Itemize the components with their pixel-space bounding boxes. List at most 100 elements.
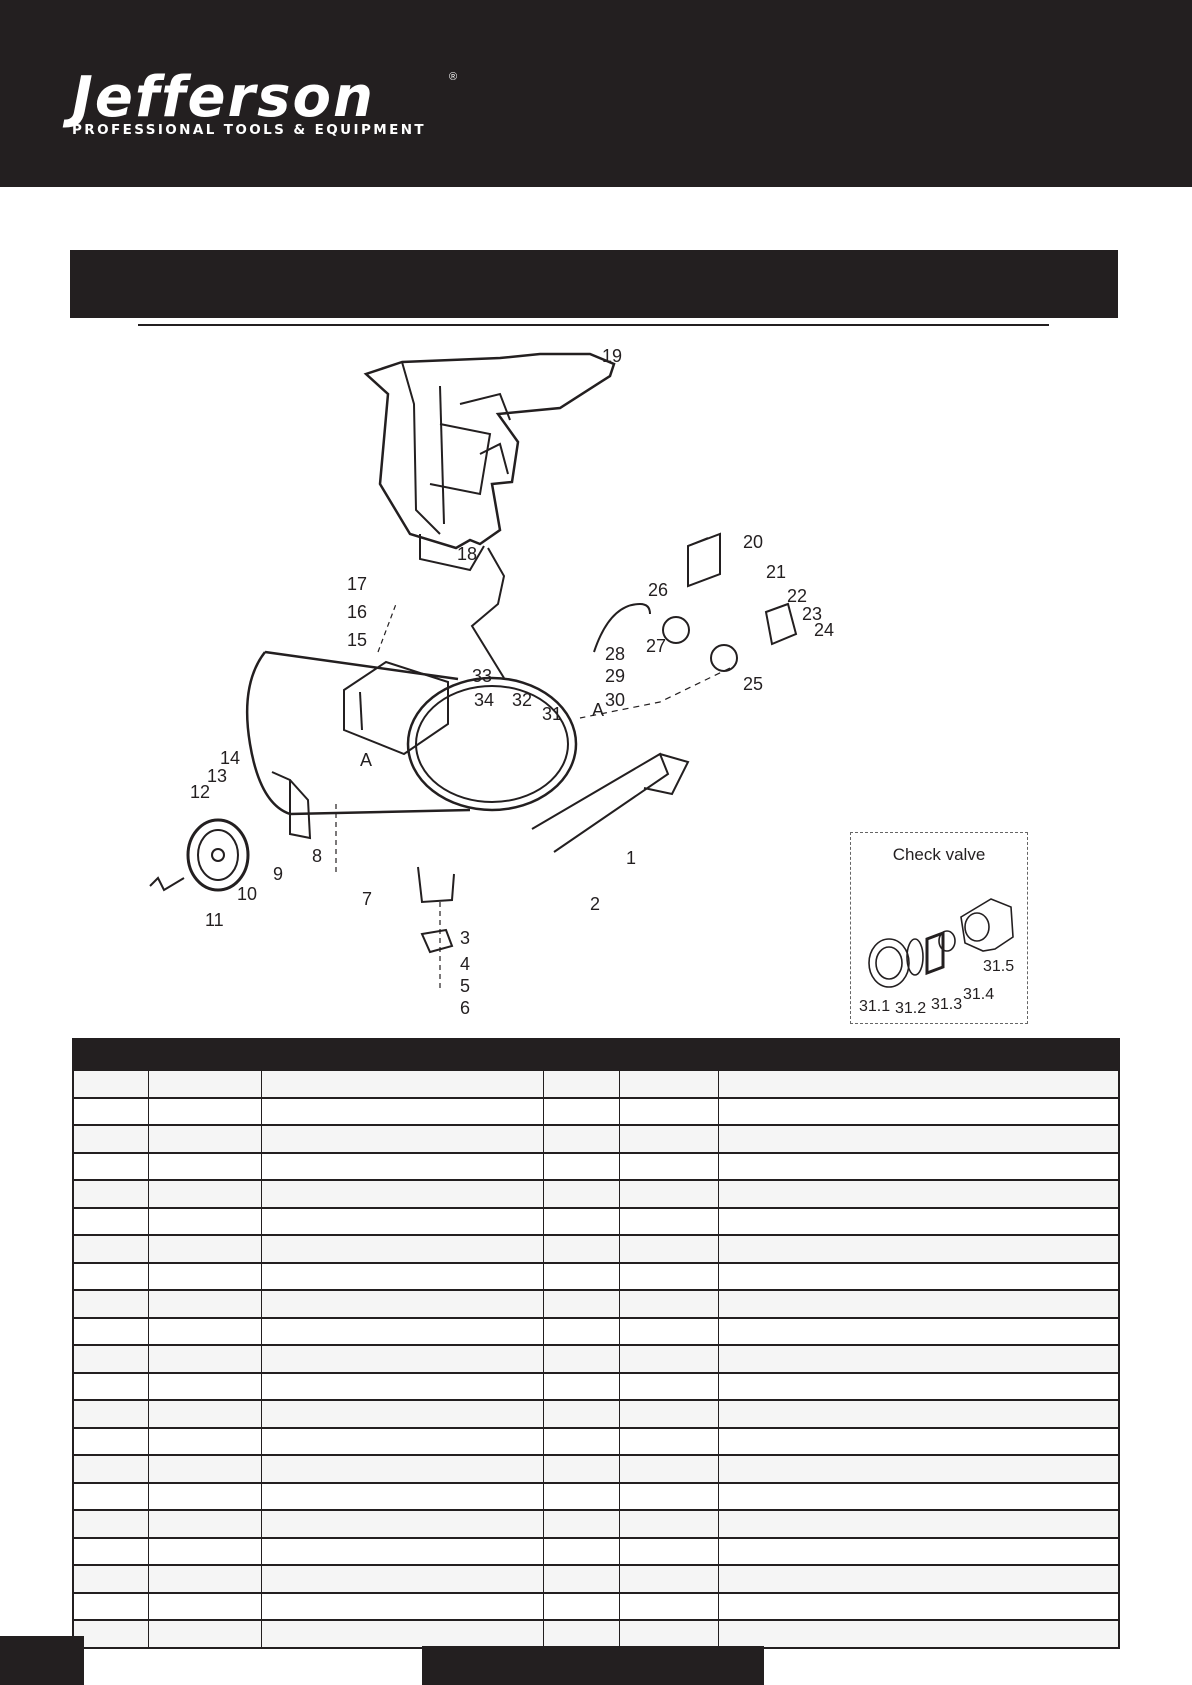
table-cell <box>260 1261 544 1290</box>
callout-a-2: A <box>360 750 372 770</box>
table-cell <box>542 1124 620 1153</box>
table-row <box>72 1344 1120 1373</box>
table-cell <box>717 1261 1120 1290</box>
table-cell <box>618 1344 719 1373</box>
callout-31: 31 <box>542 704 562 724</box>
table-cell <box>72 1509 149 1538</box>
table-cell <box>72 1096 149 1125</box>
table-cell <box>147 1426 262 1455</box>
table-cell <box>72 1344 149 1373</box>
table-cell <box>260 1069 544 1098</box>
callout-21: 21 <box>766 562 786 582</box>
table-row <box>72 1124 1120 1153</box>
table-row <box>72 1371 1120 1400</box>
table-cell <box>147 1399 262 1428</box>
brand-tagline: PROFESSIONAL TOOLS & EQUIPMENT <box>72 122 426 138</box>
callout-9: 9 <box>273 864 283 884</box>
table-cell <box>542 1454 620 1483</box>
table-cell <box>260 1426 544 1455</box>
table-row <box>72 1591 1120 1620</box>
callout-12: 12 <box>190 782 210 802</box>
table-cell <box>717 1289 1120 1318</box>
table-cell <box>618 1536 719 1565</box>
callout-25: 25 <box>743 674 763 694</box>
table-cell <box>542 1206 620 1235</box>
callout-29: 29 <box>605 666 625 686</box>
table-cell <box>147 1591 262 1620</box>
table-cell <box>542 1289 620 1318</box>
table-cell <box>717 1124 1120 1153</box>
callout-32: 32 <box>512 690 532 710</box>
table-cell <box>147 1481 262 1510</box>
table-cell <box>618 1481 719 1510</box>
table-cell <box>72 1124 149 1153</box>
table-cell <box>717 1316 1120 1345</box>
table-cell <box>717 1151 1120 1180</box>
footer-bar <box>422 1646 764 1685</box>
callout-a-1: A <box>592 700 604 720</box>
table-cell <box>542 1619 620 1648</box>
table-cell <box>147 1261 262 1290</box>
table-row <box>72 1151 1120 1180</box>
table-cell <box>618 1509 719 1538</box>
callout-11: 11 <box>205 910 224 930</box>
table-row <box>72 1179 1120 1208</box>
table-cell <box>542 1481 620 1510</box>
table-cell <box>260 1481 544 1510</box>
table-cell <box>717 1344 1120 1373</box>
table-cell <box>618 1096 719 1125</box>
callout-22: 22 <box>787 586 807 606</box>
table-cell <box>618 1564 719 1593</box>
check-valve-label-31-2: 31.2 <box>895 1000 926 1017</box>
table-cell <box>260 1234 544 1263</box>
table-cell <box>542 1234 620 1263</box>
table-cell <box>72 1069 149 1098</box>
table-cell <box>260 1509 544 1538</box>
table-cell <box>147 1234 262 1263</box>
table-cell <box>72 1564 149 1593</box>
table-row <box>72 1261 1120 1290</box>
table-cell <box>542 1509 620 1538</box>
table-cell <box>72 1206 149 1235</box>
table-cell <box>618 1371 719 1400</box>
table-row <box>72 1619 1120 1648</box>
table-cell <box>618 1069 719 1098</box>
table-cell <box>72 1179 149 1208</box>
table-row <box>72 1509 1120 1538</box>
table-row <box>72 1564 1120 1593</box>
divider-line <box>138 324 1049 326</box>
table-cell <box>542 1316 620 1345</box>
table-cell <box>618 1234 719 1263</box>
table-cell <box>717 1399 1120 1428</box>
parts-list-table <box>72 1038 1121 1649</box>
table-cell <box>717 1096 1120 1125</box>
callout-15: 15 <box>347 630 367 650</box>
table-cell <box>72 1536 149 1565</box>
table-cell <box>542 1371 620 1400</box>
callout-3: 3 <box>460 928 470 948</box>
callout-23: 23 <box>802 604 822 624</box>
footer-page-tab <box>0 1636 84 1685</box>
table-cell <box>717 1619 1120 1648</box>
check-valve-label-31-3: 31.3 <box>931 996 962 1013</box>
check-valve-label-31-1: 31.1 <box>859 998 890 1015</box>
table-row <box>72 1069 1120 1098</box>
table-cell <box>717 1179 1120 1208</box>
table-row <box>72 1399 1120 1428</box>
table-cell <box>147 1509 262 1538</box>
table-cell <box>717 1536 1120 1565</box>
table-row <box>72 1206 1120 1235</box>
table-cell <box>147 1069 262 1098</box>
table-cell <box>260 1564 544 1593</box>
table-cell <box>618 1316 719 1345</box>
callout-16: 16 <box>347 602 367 622</box>
table-cell <box>260 1344 544 1373</box>
callout-4: 4 <box>460 954 470 974</box>
table-cell <box>717 1371 1120 1400</box>
callout-34: 34 <box>474 690 494 710</box>
page-header: Jefferson ® PROFESSIONAL TOOLS & EQUIPME… <box>0 0 1192 187</box>
table-cell <box>147 1619 262 1648</box>
table-cell <box>618 1591 719 1620</box>
table-cell <box>618 1619 719 1648</box>
table-cell <box>542 1591 620 1620</box>
